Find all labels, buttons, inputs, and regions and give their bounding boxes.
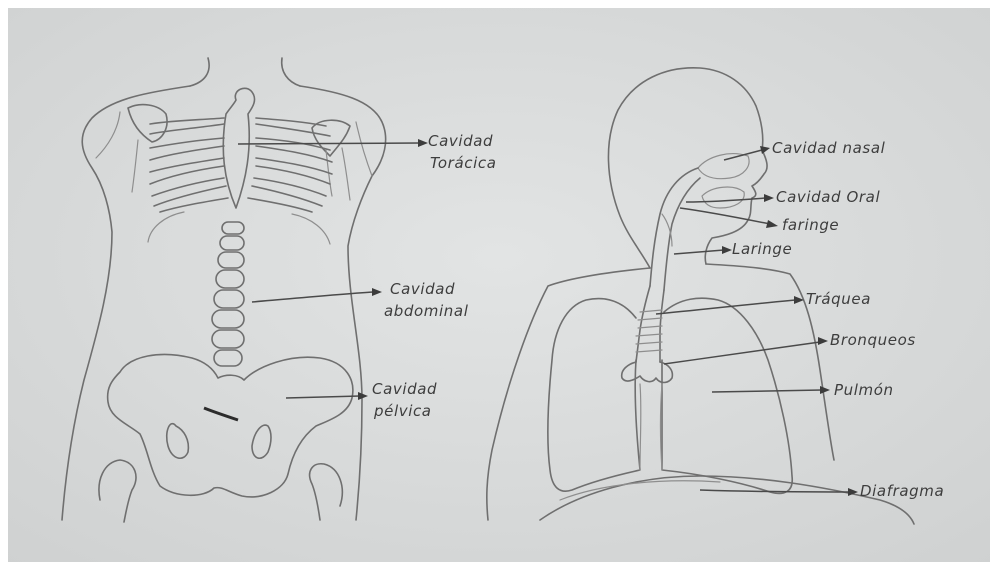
label-cavidad-nasal: Cavidad nasal xyxy=(772,139,886,157)
label-bronqueos: Bronqueos xyxy=(830,331,916,349)
label-pulmon: Pulmón xyxy=(834,381,894,399)
label-cavidad-toracica-line1: Cavidad xyxy=(428,132,493,150)
label-laringe: Laringe xyxy=(732,240,792,258)
label-faringe: faringe xyxy=(782,216,839,234)
label-cavidad-pelvica-line1: Cavidad xyxy=(372,380,437,398)
label-cavidad-abdominal-line1: Cavidad xyxy=(390,280,455,298)
label-diafragma: Diafragma xyxy=(860,482,944,500)
label-cavidad-toracica-line2: Torácica xyxy=(430,154,497,172)
label-cavidad-oral: Cavidad Oral xyxy=(776,188,880,206)
label-cavidad-abdominal-line2: abdominal xyxy=(384,302,469,320)
label-traquea: Tráquea xyxy=(806,290,871,308)
label-cavidad-pelvica-line2: pélvica xyxy=(373,402,432,420)
arrow-toracica xyxy=(238,143,420,144)
